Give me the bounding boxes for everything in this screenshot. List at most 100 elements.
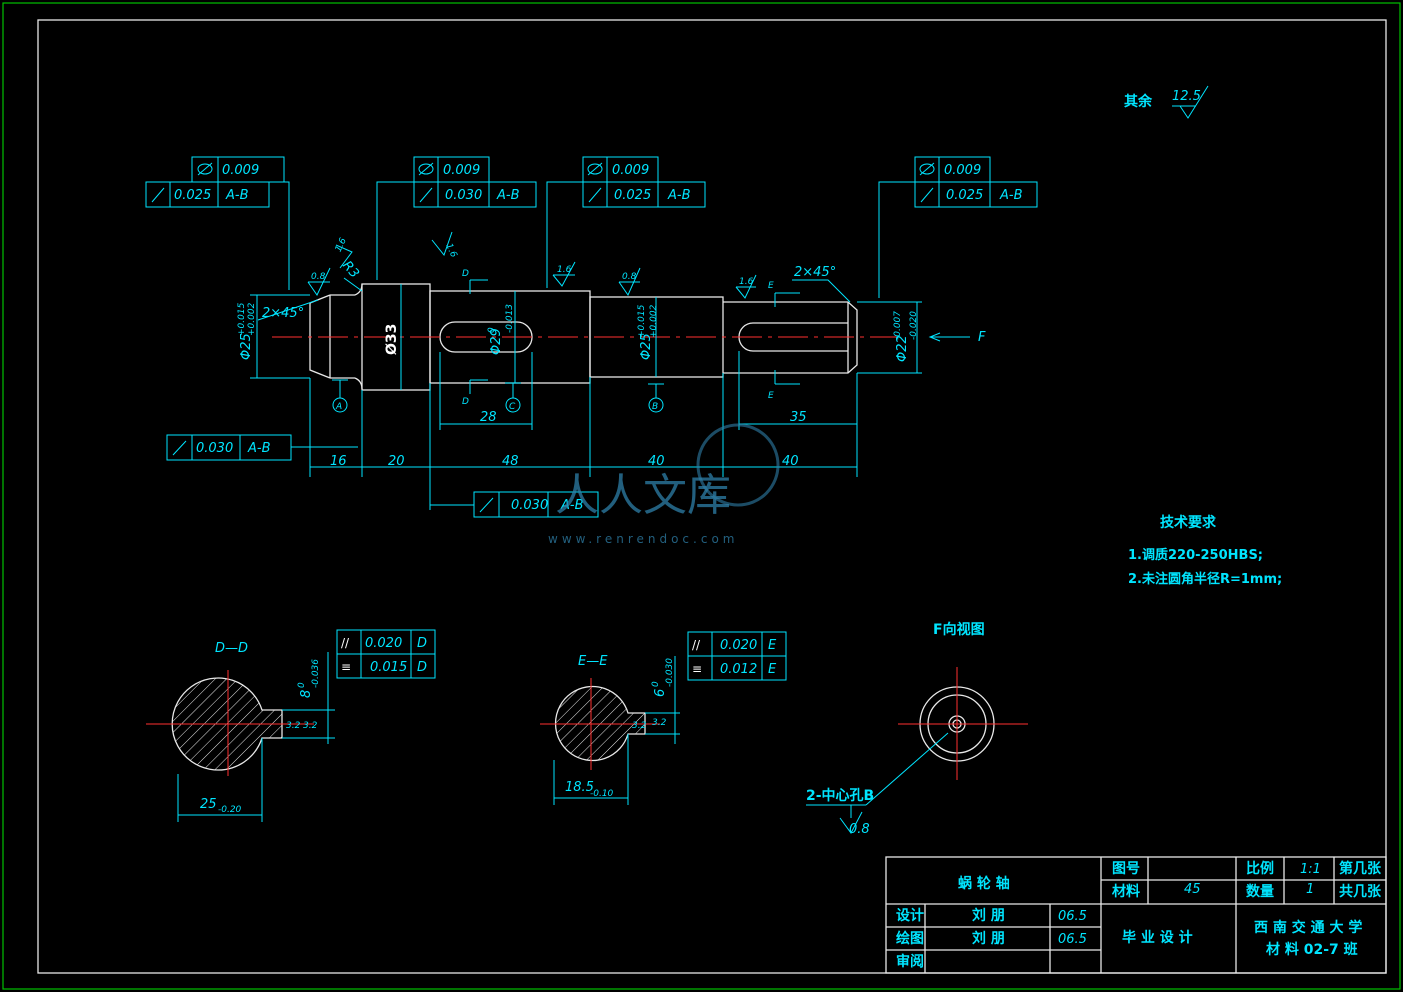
svg-text:2×45°: 2×45° [794,265,836,280]
svg-text:20: 20 [388,454,405,469]
svg-text:比例: 比例 [1246,860,1274,877]
svg-text:D: D [417,660,427,675]
svg-text:35: 35 [790,410,807,425]
svg-text:A-B: A-B [225,188,249,203]
svg-text:设计: 设计 [896,907,924,924]
svg-text:-0.036: -0.036 [311,659,321,688]
svg-text:D: D [462,269,469,279]
svg-text:-0.20: -0.20 [218,805,242,815]
svg-text:0.025: 0.025 [614,188,651,203]
svg-text:0.8: 0.8 [622,272,637,282]
svg-text:25: 25 [200,797,217,812]
svg-text:技术要求: 技术要求 [1160,514,1217,531]
svg-text:0: 0 [297,682,307,688]
svg-text:12.5: 12.5 [1172,89,1201,104]
svg-text:其余: 其余 [1124,93,1153,110]
svg-text:-0.013: -0.013 [505,304,515,333]
svg-text:0.8: 0.8 [311,272,326,282]
svg-text:Φ25: Φ25 [239,333,254,360]
svg-text:1.6: 1.6 [739,277,754,287]
svg-text:F向视图: F向视图 [933,621,985,638]
svg-text:A-B: A-B [667,188,691,203]
svg-text:R3: R3 [339,258,362,281]
svg-text:材料: 材料 [1112,883,1140,900]
svg-text:A-B: A-B [560,498,584,513]
svg-text:人人文库: 人人文库 [555,470,731,521]
svg-text:D: D [417,636,427,651]
svg-text:+0.002: +0.002 [649,304,659,338]
svg-text:第几张: 第几张 [1339,860,1382,877]
svg-text:+0.002: +0.002 [247,302,257,336]
svg-text:0.009: 0.009 [612,163,649,178]
svg-text:1.6: 1.6 [443,242,458,259]
svg-text:图号: 图号 [1112,861,1140,877]
watermark: 人人文库 www.renrendoc.com [548,423,780,546]
svg-text:3.2: 3.2 [632,721,647,731]
svg-text:Φ22: Φ22 [895,335,910,362]
svg-text:A: A [335,402,342,412]
svg-text:刘 朋: 刘 朋 [972,907,1005,924]
svg-text:E: E [768,391,774,401]
svg-text:2×45°: 2×45° [262,306,304,321]
svg-text:0.030: 0.030 [445,188,482,203]
svg-text:共几张: 共几张 [1339,883,1382,900]
svg-text:0: 0 [651,681,661,687]
svg-text:1.6: 1.6 [334,236,349,253]
section-ee: E—E 18.5 -0.10 6 0 -0.030 3.2 3.2 // ≡ 0… [540,631,787,805]
svg-text:3.2: 3.2 [286,721,301,731]
svg-text:审阅: 审阅 [896,953,924,970]
svg-text:西 南 交 通 大 学: 西 南 交 通 大 学 [1254,919,1362,936]
svg-text:2-中心孔B: 2-中心孔B [806,787,874,804]
svg-text:E: E [768,281,774,291]
svg-text:18.5: 18.5 [565,780,594,795]
svg-text:Ø33: Ø33 [384,324,400,355]
svg-text:蜗 轮 轴: 蜗 轮 轴 [958,875,1010,892]
inner-border [37,19,1387,974]
svg-text:48: 48 [502,454,519,469]
svg-text:06.5: 06.5 [1058,932,1087,947]
general-roughness: 其余 12.5 [1124,85,1209,119]
svg-text:0.009: 0.009 [443,163,480,178]
svg-text:1.调质220-250HBS;: 1.调质220-250HBS; [1128,547,1263,563]
section-dd: D—D 25 -0.20 8 0 -0.036 3.2 3.2 // ≡ 0.0… [146,629,436,822]
svg-text:-0.030: -0.030 [665,658,675,687]
svg-text:+0.015: +0.015 [637,304,647,338]
svg-text:www.renrendoc.com: www.renrendoc.com [548,532,738,546]
svg-text:3.2: 3.2 [652,718,667,728]
svg-text:F: F [978,330,986,345]
svg-text:0.8: 0.8 [849,822,870,837]
shaft-annotations: 2×45° 2×45° R3 Φ25 +0.015 +0.002 Ø33 Φ29… [237,258,986,510]
svg-text:-0.10: -0.10 [590,789,614,799]
svg-text://: // [341,636,350,650]
svg-text:0.012: 0.012 [720,662,757,677]
roughness-marks: 1.6 1.6 1.6 0.8 0.8 1.6 [307,231,757,299]
svg-text:刘 朋: 刘 朋 [972,930,1005,947]
tol-frame-4: 0.009 0.025 A-B [878,156,1038,298]
tol-frame-6: 0.030 A-B [430,491,599,518]
tech-requirements: 技术要求 1.调质220-250HBS; 2.未注圆角半径R=1mm; [1128,514,1282,587]
svg-text:45: 45 [1184,882,1201,897]
svg-text:3.2: 3.2 [303,721,318,731]
svg-text:0.025: 0.025 [174,188,211,203]
svg-text:D—D: D—D [215,641,248,656]
svg-text:40: 40 [782,454,799,469]
svg-text:0.025: 0.025 [946,188,983,203]
svg-text:0.015: 0.015 [370,660,407,675]
svg-text:材 料 02-7 班: 材 料 02-7 班 [1266,941,1358,958]
svg-text:06.5: 06.5 [1058,909,1087,924]
svg-text:1.6: 1.6 [557,265,572,275]
svg-text:1: 1 [1306,882,1314,897]
svg-text:E: E [768,662,777,677]
svg-text://: // [692,638,701,652]
svg-text:40: 40 [648,454,665,469]
svg-text:0.030: 0.030 [511,498,548,513]
svg-text:0.009: 0.009 [222,163,259,178]
svg-text:0.020: 0.020 [720,638,757,653]
svg-text:+0.015: +0.015 [237,302,247,336]
svg-text:Φ29: Φ29 [489,328,504,355]
svg-text:A-B: A-B [999,188,1023,203]
svg-text:-0.007: -0.007 [893,311,903,340]
svg-text:6: 6 [653,689,668,697]
